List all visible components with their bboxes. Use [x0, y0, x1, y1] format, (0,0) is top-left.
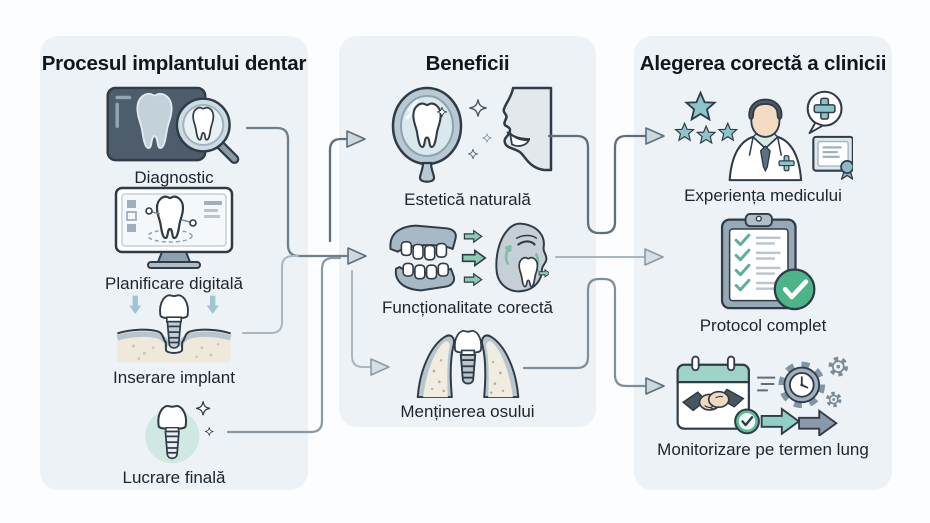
item-label: Monitorizare pe termen lung: [657, 440, 869, 459]
implant-insertion-icon: [109, 292, 239, 364]
item-label: Experiența medicului: [684, 186, 842, 205]
panel-clinic: Alegerea corectă a clinicii: [634, 36, 892, 490]
item-natural-aesthetics: Estetică naturală: [339, 86, 596, 210]
item-doctor-experience: Experiența medicului: [634, 88, 892, 206]
item-label: Menținerea osului: [400, 402, 535, 421]
panel-process: Procesul implantului dentar Diagnostic: [40, 36, 308, 490]
panel-process-title: Procesul implantului dentar: [41, 52, 307, 75]
item-diagnostic: Diagnostic: [40, 86, 308, 188]
item-label: Inserare implant: [113, 368, 235, 387]
item-label: Protocol complet: [699, 316, 827, 335]
item-final-restoration: Lucrare finală: [40, 396, 308, 488]
bone-implant-icon: [414, 328, 522, 398]
mirror-smile-icon: [383, 86, 553, 186]
item-label: Funcționalitate corectă: [381, 298, 554, 317]
xray-magnifier-icon: [104, 86, 244, 164]
item-implant-insertion: Inserare implant: [40, 292, 308, 388]
monitor-tooth-icon: [104, 186, 244, 270]
panel-benefits-title: Beneficii: [425, 52, 510, 75]
item-correct-function: Funcționalitate corectă: [339, 222, 596, 318]
item-label: Planificare digitală: [105, 274, 243, 293]
final-crown-icon: [132, 396, 217, 464]
calendar-handshake-clock-icon: [674, 352, 852, 436]
jaws-chewing-icon: [387, 222, 549, 294]
item-complete-protocol: Protocol complet: [634, 212, 892, 336]
panel-benefits: Beneficii Estetică natur: [339, 36, 596, 427]
item-label: Diagnostic: [134, 168, 214, 187]
item-long-term-monitoring: Monitorizare pe termen lung: [634, 352, 892, 460]
item-label: Estetică naturală: [404, 190, 531, 209]
panel-clinic-title: Alegerea corectă a clinicii: [639, 52, 887, 75]
item-bone-preservation: Menținerea osului: [339, 328, 596, 422]
item-label: Lucrare finală: [122, 468, 226, 487]
item-digital-planning: Planificare digitală: [40, 186, 308, 294]
doctor-stars-diploma-icon: [674, 88, 853, 182]
checklist-clipboard-icon: [707, 212, 820, 312]
